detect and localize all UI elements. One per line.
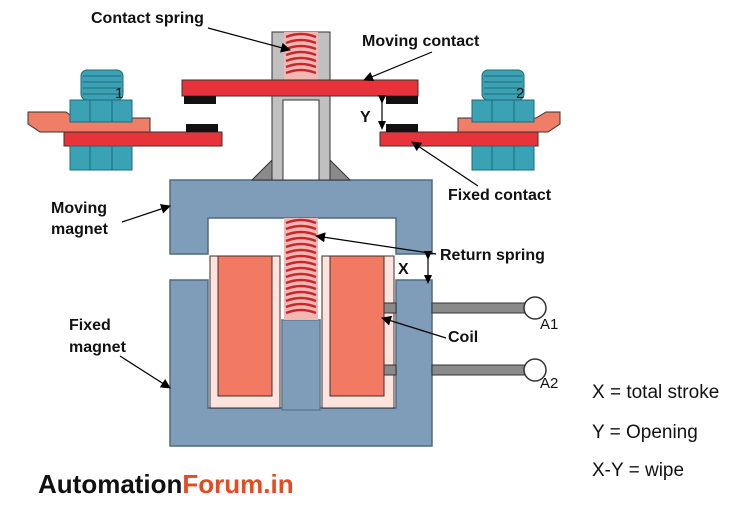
- stem-inner: [282, 99, 320, 181]
- arrow-moving-contact: [363, 51, 433, 82]
- spring-coil-turn: [285, 38, 317, 45]
- label-return-spring: Return spring: [440, 247, 545, 264]
- label-a1: A1: [540, 316, 558, 333]
- label-moving-contact: Moving contact: [362, 33, 480, 50]
- fixed-contact-left: [63, 131, 223, 147]
- fixed-pad-left: [186, 124, 218, 132]
- legend-item: Y = Opening: [592, 422, 698, 443]
- label-y: Y: [360, 109, 371, 126]
- spring-coil-turn: [285, 266, 317, 273]
- label-fixed-contact: Fixed contact: [448, 187, 552, 204]
- terminal-number-right: 2: [516, 85, 524, 102]
- spring-coil-turn: [285, 308, 317, 315]
- arrow-coil: [381, 315, 447, 339]
- spring-coil-turn: [285, 248, 317, 255]
- spring-coil-turn: [285, 224, 317, 231]
- terminal-a2-circle: [523, 358, 547, 382]
- spring-coil-turn: [285, 302, 317, 309]
- moving-contact-bar: [181, 79, 419, 97]
- spring-coil-turn: [285, 68, 317, 75]
- screw-left: [69, 69, 133, 171]
- moving-pad-left: [184, 96, 216, 104]
- brand-part-2: Forum.in: [182, 469, 293, 499]
- label-contact-spring: Contact spring: [91, 10, 204, 27]
- lead-a1-inner: [383, 302, 397, 314]
- spring-coil-turn: [285, 50, 317, 57]
- lead-a2: [431, 364, 527, 376]
- fixed-contact-right: [379, 131, 539, 147]
- spring-coil-turn: [285, 278, 317, 285]
- spring-coil-turn: [285, 254, 317, 261]
- centre-pole: [281, 319, 321, 411]
- legend-item: X = total stroke: [592, 382, 719, 403]
- spring-coil-turn: [285, 284, 317, 291]
- label-x: X: [398, 261, 409, 278]
- spring-coil-turn: [285, 230, 317, 237]
- lead-a2-inner: [383, 364, 397, 376]
- fixed-pad-right: [386, 124, 418, 132]
- terminal-a1-circle: [523, 296, 547, 320]
- spring-coil-turn: [285, 242, 317, 249]
- spring-coil-turn: [285, 272, 317, 279]
- spring-coil-turn: [285, 290, 317, 297]
- screw-right: [471, 69, 535, 171]
- brand-part-1: Automation: [38, 469, 182, 499]
- label-moving-magnet-1: Moving: [51, 200, 107, 217]
- spring-coil-turn: [285, 218, 317, 225]
- arrow-return-spring: [315, 232, 437, 255]
- label-moving-magnet-2: magnet: [51, 221, 109, 238]
- spring-coil-turn: [285, 236, 317, 243]
- moving-pad-right: [386, 96, 418, 104]
- spring-coil-turn: [285, 56, 317, 63]
- label-fixed-magnet-2: magnet: [69, 339, 127, 356]
- spring-coil-turn: [285, 296, 317, 303]
- spring-coil-turn: [285, 260, 317, 267]
- arrow-contact-spring: [207, 27, 291, 53]
- arrow-fixed-magnet: [119, 355, 171, 389]
- lead-a1: [431, 302, 527, 314]
- brand-logo: AutomationForum.in: [38, 469, 294, 499]
- moving-magnet: [169, 179, 433, 255]
- coil-left-winding: [217, 255, 273, 397]
- label-fixed-magnet-1: Fixed: [69, 317, 111, 334]
- arrow-moving-magnet: [121, 204, 171, 223]
- coil-right-winding: [329, 255, 385, 397]
- spring-coil-turn: [285, 62, 317, 69]
- label-coil: Coil: [448, 329, 478, 346]
- arrow-fixed-contact: [411, 141, 479, 187]
- spring-coil-turn: [285, 32, 317, 39]
- legend-item: X-Y = wipe: [592, 460, 684, 481]
- return-spring-coils: [285, 218, 317, 315]
- terminal-number-left: 1: [115, 85, 123, 102]
- label-a2: A2: [540, 375, 558, 392]
